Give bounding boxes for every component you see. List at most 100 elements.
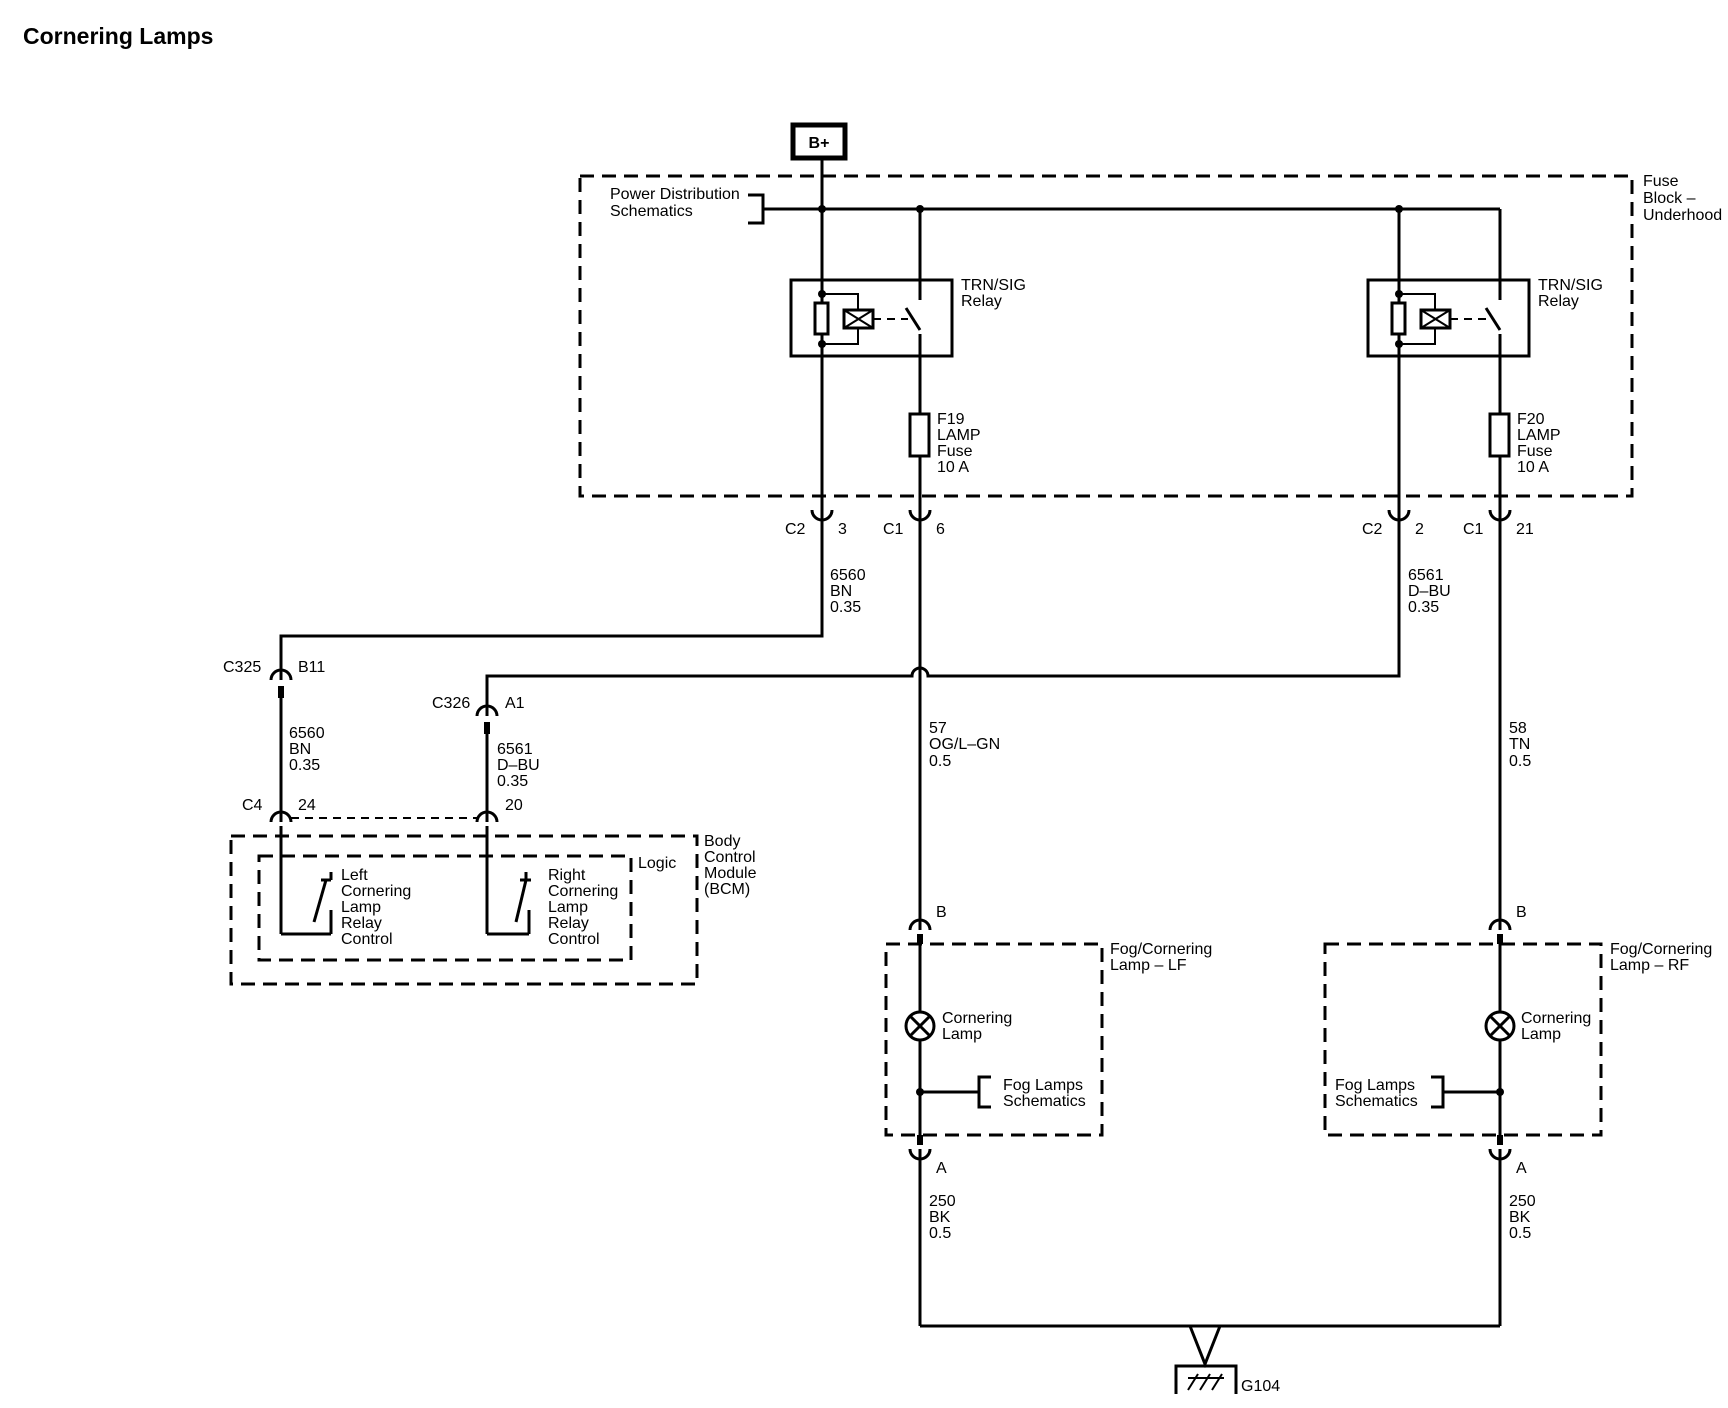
inline-connector-c326	[475, 704, 499, 734]
lamp-lf-pin-b: B	[936, 904, 947, 921]
lamp-rf-bulb-1: Cornering	[1521, 1010, 1591, 1027]
lamp-lf-pin-a: A	[936, 1160, 947, 1177]
lamp-rf-boundary	[1323, 942, 1603, 1137]
bcm-left-control-3: Lamp	[341, 899, 381, 916]
power-label: B+	[809, 135, 830, 152]
lamp-lf-terminal-a	[908, 1135, 932, 1326]
bcm-left-control-1: Left	[341, 867, 368, 884]
wire-6560-a-2: BN	[830, 583, 852, 600]
c325-label: C325	[223, 659, 261, 676]
lamp-rf-pin-a: A	[1516, 1160, 1527, 1177]
fuse-f20-label-2: LAMP	[1517, 427, 1561, 444]
ground-label: G104	[1241, 1378, 1280, 1395]
fb-pin-3: 2	[1415, 521, 1424, 538]
wire-6561-b-2: D–BU	[497, 757, 540, 774]
fb-pin-4: 21	[1516, 521, 1534, 538]
relay-right	[1366, 278, 1531, 358]
wire-250-lf-3: 0.5	[929, 1225, 951, 1242]
lamp-rf-name-1: Fog/Cornering	[1610, 941, 1712, 958]
page-title: Cornering Lamps	[23, 23, 213, 49]
c326-label: C326	[432, 695, 470, 712]
c326-pin: A1	[505, 695, 525, 712]
fuse-f20-label-1: F20	[1517, 411, 1545, 428]
lamp-rf-terminal-b	[1488, 918, 1512, 944]
ground-g104-symbol	[920, 1324, 1500, 1394]
lamp-rf-terminal-a	[1488, 1135, 1512, 1326]
bcm-left-control-5: Control	[341, 931, 393, 948]
bcm-name-4: (BCM)	[704, 881, 750, 898]
wire-6561-a-2: D–BU	[1408, 583, 1451, 600]
lamp-rf-internal	[1431, 944, 1516, 1135]
lamp-rf-name-2: Lamp – RF	[1610, 957, 1689, 974]
lamp-rf-bulb-2: Lamp	[1521, 1026, 1561, 1043]
bcm-right-control-1: Right	[548, 867, 586, 884]
wire-6560-a-3: 0.35	[830, 599, 861, 616]
fuse-block-name-1: Fuse	[1643, 173, 1679, 190]
relay-right-label-1: TRN/SIG	[1538, 277, 1603, 294]
lamp-lf-bulb-1: Cornering	[942, 1010, 1012, 1027]
power-distribution-ref-1: Power Distribution	[610, 186, 740, 203]
fuse-block-boundary	[578, 174, 1634, 498]
lamp-lf-name-2: Lamp – LF	[1110, 957, 1187, 974]
bcm-right-switch	[485, 826, 531, 936]
relay-left	[789, 278, 954, 420]
c325-pin: B11	[298, 659, 325, 676]
bcm-right-control-2: Cornering	[548, 883, 618, 900]
bcm-pin-24: 24	[298, 797, 316, 814]
fb-conn-4: C1	[1463, 521, 1484, 538]
lamp-lf-boundary	[884, 942, 1104, 1137]
wire-250-lf-1: 250	[929, 1193, 956, 1210]
wire-57-1: 57	[929, 720, 947, 737]
relay-left-label-2: Relay	[961, 293, 1002, 310]
wire-58-1: 58	[1509, 720, 1527, 737]
wire-250-lf-2: BK	[929, 1209, 951, 1226]
circuit-wires	[279, 520, 1502, 920]
power-distribution-bracket	[748, 193, 765, 225]
wire-58-2: TN	[1509, 736, 1530, 753]
bcm-left-switch	[279, 826, 333, 936]
wire-6560-a-1: 6560	[830, 567, 866, 584]
lamp-lf-bulb-2: Lamp	[942, 1026, 982, 1043]
bcm-right-control-4: Relay	[548, 915, 589, 932]
fuse-f19-label-4: 10 A	[937, 459, 969, 476]
fuse-block-name-3: Underhood	[1643, 207, 1722, 224]
lamp-lf-terminal-b	[908, 918, 932, 944]
inline-connector-c325	[269, 668, 293, 698]
wire-250-rf-1: 250	[1509, 1193, 1536, 1210]
wire-6561-a-1: 6561	[1408, 567, 1444, 584]
fuse-f19-label-2: LAMP	[937, 427, 981, 444]
bcm-connector-c4	[269, 810, 499, 823]
lamp-rf-pin-b: B	[1516, 904, 1527, 921]
fuse-block-name-2: Block –	[1643, 190, 1696, 207]
fb-conn-3: C2	[1362, 521, 1383, 538]
lamp-lf-internal	[904, 944, 991, 1135]
wire-6560-b-3: 0.35	[289, 757, 320, 774]
bcm-left-control-4: Relay	[341, 915, 382, 932]
wire-6561-b-3: 0.35	[497, 773, 528, 790]
fb-conn-1: C2	[785, 521, 806, 538]
bcm-logic-label: Logic	[638, 855, 676, 872]
wire-250-rf-3: 0.5	[1509, 1225, 1531, 1242]
fb-pin-1: 3	[838, 521, 847, 538]
bcm-left-control-2: Cornering	[341, 883, 411, 900]
relay-left-label-1: TRN/SIG	[961, 277, 1026, 294]
fuse-f20-label-4: 10 A	[1517, 459, 1549, 476]
fb-pin-2: 6	[936, 521, 945, 538]
bcm-pin-20: 20	[505, 797, 523, 814]
wire-6561-a-3: 0.35	[1408, 599, 1439, 616]
battery-positive-source: B+	[790, 122, 848, 161]
bcm-name-3: Module	[704, 865, 757, 882]
relay-right-label-2: Relay	[1538, 293, 1579, 310]
bcm-logic-boundary	[257, 854, 633, 962]
wire-58-3: 0.5	[1509, 753, 1531, 770]
bcm-name-2: Control	[704, 849, 756, 866]
wire-6561-b-1: 6561	[497, 741, 533, 758]
lamp-rf-fog-ref-2: Schematics	[1335, 1093, 1418, 1110]
fuse-f20-label-3: Fuse	[1517, 443, 1553, 460]
bcm-right-control-5: Control	[548, 931, 600, 948]
lamp-rf-fog-ref-1: Fog Lamps	[1335, 1077, 1415, 1094]
lamp-lf-fog-ref-2: Schematics	[1003, 1093, 1086, 1110]
wire-6560-b-2: BN	[289, 741, 311, 758]
wire-57-2: OG/L–GN	[929, 736, 1000, 753]
